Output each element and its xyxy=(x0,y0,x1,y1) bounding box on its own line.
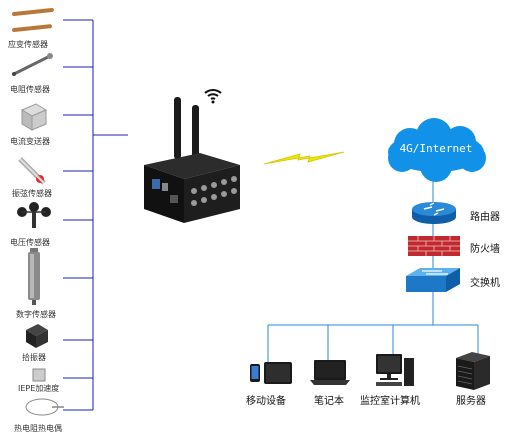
vibration-pickup-icon xyxy=(26,324,48,348)
desktop-computer-icon xyxy=(376,354,414,386)
sensor-label: 拾振器 xyxy=(22,353,46,362)
sensor-label: IEPE加速度 xyxy=(18,384,60,393)
anemometer-icon xyxy=(17,202,51,228)
laptop-icon xyxy=(310,360,350,385)
sensor-label: 电压传感器 xyxy=(10,238,50,247)
sensor-label: 电流变送器 xyxy=(10,137,50,146)
resistance-sensor-icon xyxy=(12,53,53,76)
mobile-device-icon xyxy=(250,362,292,384)
switch-icon xyxy=(406,268,460,292)
device-label-desktop: 监控室计算机 xyxy=(360,396,420,407)
vibrating-wire-sensor-icon xyxy=(18,157,46,185)
cloud-label: 4G/Internet xyxy=(399,142,473,155)
router-label: 路由器 xyxy=(470,212,500,223)
iepe-accelerometer-icon xyxy=(32,368,46,382)
device-label-mobile: 移动设备 xyxy=(246,396,286,407)
wireless-link-icon xyxy=(263,151,345,165)
sensor-label: 电阻传感器 xyxy=(10,85,50,94)
sensor-label: 应变传感器 xyxy=(8,40,48,49)
device-label-server: 服务器 xyxy=(456,396,486,407)
sensor-label: 数字传感器 xyxy=(16,310,56,319)
data-acquisition-device xyxy=(144,97,240,223)
current-transmitter-icon xyxy=(20,103,48,131)
thermocouple-icon xyxy=(25,398,64,416)
switch-label: 交换机 xyxy=(470,278,500,289)
sensor-label: 热电阻热电偶 xyxy=(14,424,62,433)
wifi-signal-icon xyxy=(204,89,222,104)
firewall-label: 防火墙 xyxy=(470,244,500,255)
digital-sensor-icon xyxy=(28,248,40,305)
router-icon xyxy=(412,202,456,224)
server-icon xyxy=(456,352,490,390)
strain-sensor-icon xyxy=(12,8,54,32)
device-label-laptop: 笔记本 xyxy=(314,396,344,407)
internet-cloud-icon xyxy=(388,118,486,182)
firewall-icon xyxy=(408,236,460,256)
sensor-label: 振弦传感器 xyxy=(12,189,52,198)
